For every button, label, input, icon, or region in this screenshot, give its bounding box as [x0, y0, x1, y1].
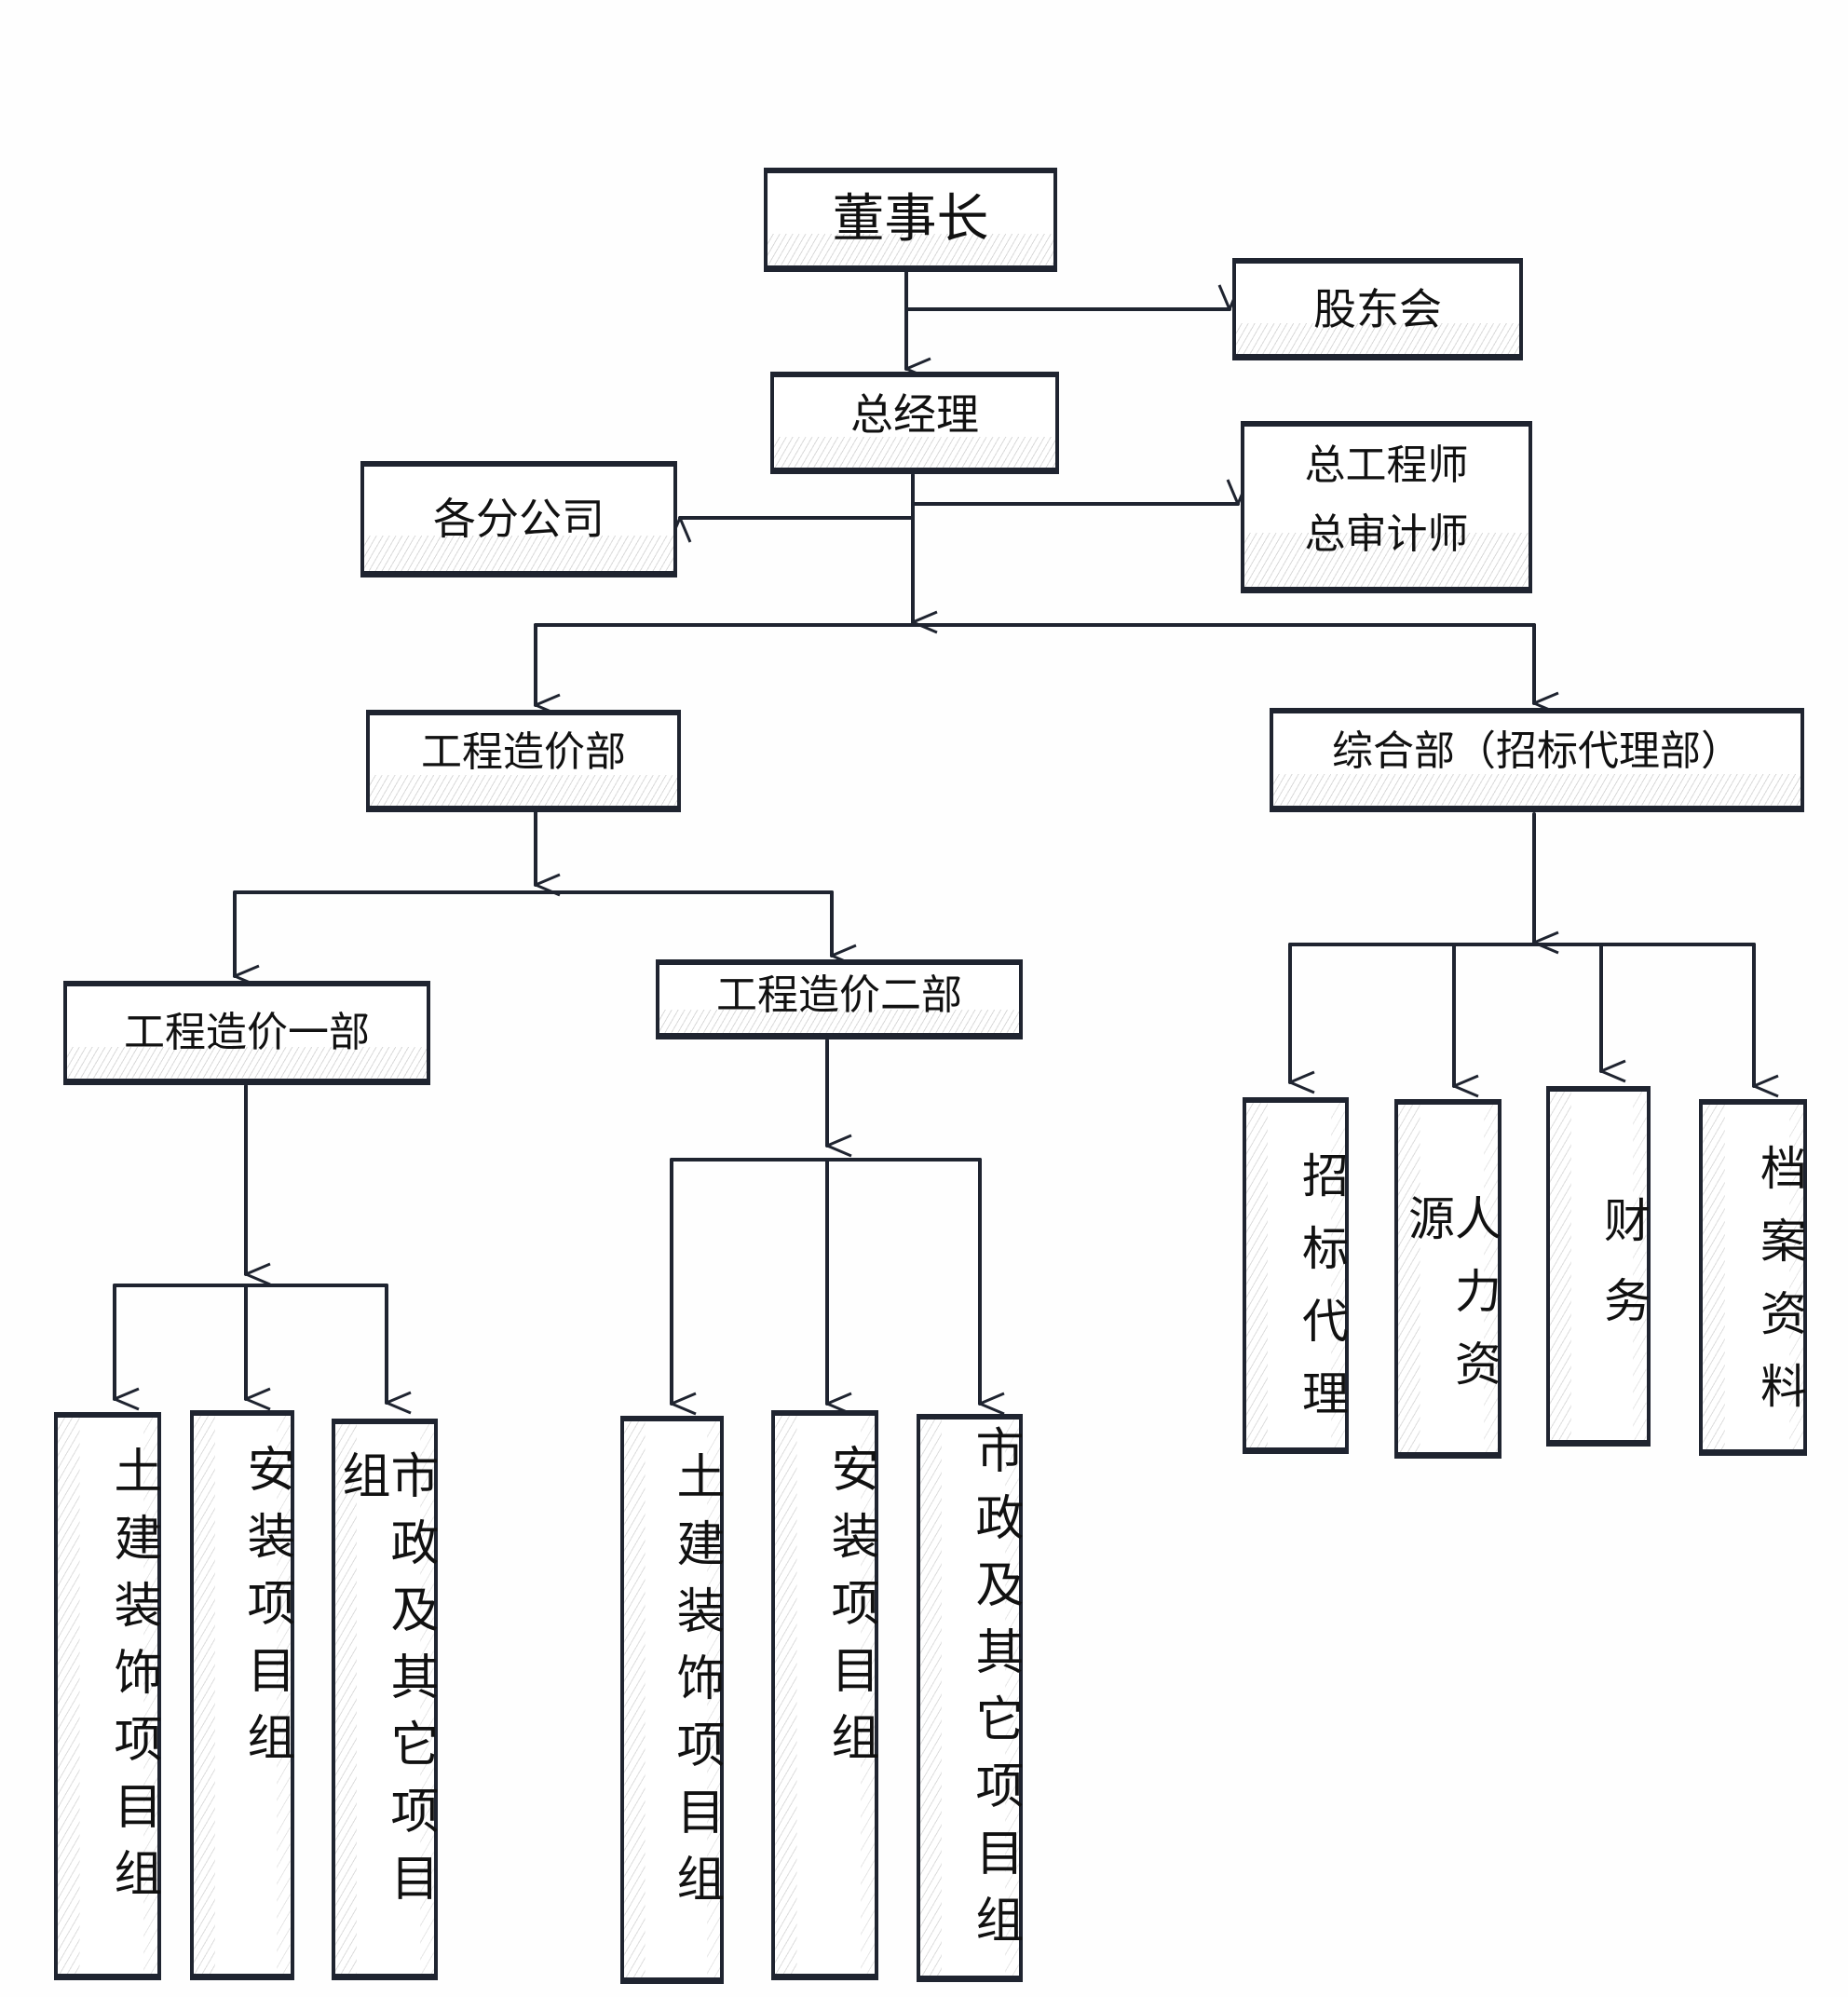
node-general-manager-label: 总经理: [850, 388, 979, 440]
node-chief-auditor-label: 总审计师: [1304, 510, 1469, 558]
group-d2-install-label: 安装项目组: [822, 1444, 878, 1779]
node-general-dept: 综合部（招标代理部）: [1270, 708, 1804, 812]
group-d2-install: 安装项目组: [771, 1410, 878, 1980]
node-shareholders-label: 股东会: [1313, 283, 1442, 334]
chief-titles: 总工程师 总审计师: [1305, 445, 1469, 555]
unit-archives-label: 档案资料: [1753, 1144, 1807, 1434]
unit-archives: 档案资料: [1699, 1099, 1807, 1456]
group-d1-municipal-label: 市政及其它项目组: [333, 1450, 438, 1920]
node-cost-dept-2-label: 工程造价二部: [716, 971, 962, 1019]
node-cost-dept: 工程造价部: [366, 710, 681, 812]
group-d1-install: 安装项目组: [190, 1410, 294, 1980]
node-chief-engineer-auditor: 总工程师 总审计师: [1241, 421, 1532, 593]
unit-finance: 财务: [1546, 1086, 1651, 1447]
node-chairman-label: 董事长: [832, 188, 989, 250]
unit-human-resources: 人力资源: [1394, 1099, 1502, 1459]
node-general-dept-label: 综合部（招标代理部）: [1332, 727, 1742, 775]
node-branches-label: 各分公司: [433, 494, 605, 544]
node-chief-engineer-label: 总工程师: [1304, 442, 1469, 489]
unit-tender-agency-label: 招标代理: [1295, 1151, 1349, 1442]
group-d2-municipal-label: 市政及其它项目组: [967, 1425, 1023, 1962]
node-cost-dept-1: 工程造价一部: [63, 981, 430, 1085]
group-d2-civil: 土建装饰项目组: [620, 1416, 724, 1984]
unit-tender-agency: 招标代理: [1243, 1097, 1349, 1454]
unit-human-resources-label: 人力资源: [1401, 1194, 1502, 1412]
node-cost-dept-label: 工程造价部: [421, 727, 626, 776]
group-d1-install-label: 安装项目组: [238, 1444, 294, 1779]
group-d1-civil-label: 土建装饰项目组: [105, 1446, 161, 1915]
group-d1-municipal: 市政及其它项目组: [332, 1419, 438, 1980]
group-d2-civil-label: 土建装饰项目组: [668, 1451, 724, 1921]
node-cost-dept-1-label: 工程造价一部: [124, 1008, 370, 1056]
group-d1-civil: 土建装饰项目组: [54, 1412, 161, 1980]
node-chairman: 董事长: [764, 168, 1057, 272]
node-branches: 各分公司: [360, 461, 677, 577]
group-d2-municipal: 市政及其它项目组: [917, 1414, 1023, 1982]
node-shareholders: 股东会: [1232, 258, 1523, 360]
node-general-manager: 总经理: [770, 372, 1059, 474]
unit-finance-label: 财务: [1597, 1196, 1651, 1356]
node-cost-dept-2: 工程造价二部: [656, 959, 1023, 1039]
